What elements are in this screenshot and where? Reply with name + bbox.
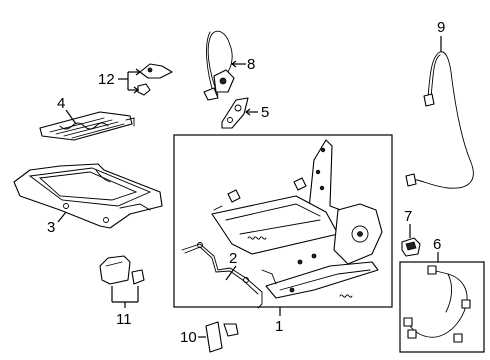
part-3-seat-frame — [13, 163, 163, 229]
part-1-recliner-frame — [211, 139, 383, 299]
callout-4: 4 — [57, 95, 77, 125]
callout-9: 9 — [437, 19, 445, 52]
callout-1: 1 — [275, 307, 283, 335]
part-8-cable — [203, 30, 235, 101]
part-6-harness-box — [399, 261, 485, 353]
svg-text:7: 7 — [404, 208, 412, 225]
callout-7: 7 — [404, 208, 412, 238]
part-4-spring-mat — [39, 111, 135, 141]
callout-8: 8 — [231, 56, 255, 73]
part-1-frame-box — [173, 134, 393, 308]
svg-text:10: 10 — [180, 329, 197, 346]
part-6-harness — [403, 265, 471, 343]
svg-text:5: 5 — [261, 104, 269, 121]
svg-text:2: 2 — [229, 250, 237, 267]
svg-text:6: 6 — [433, 236, 441, 253]
svg-text:1: 1 — [275, 318, 283, 335]
callout-11: 11 — [111, 286, 139, 328]
callout-2: 2 — [225, 250, 237, 281]
part-10-cover — [205, 321, 239, 353]
part-11-cover-right — [131, 269, 145, 285]
svg-text:3: 3 — [47, 219, 55, 236]
callout-3: 3 — [47, 211, 67, 236]
svg-text:8: 8 — [247, 56, 255, 73]
callout-10: 10 — [180, 329, 206, 346]
svg-text:11: 11 — [116, 311, 132, 328]
part-2-torsion-bar — [181, 242, 277, 309]
svg-text:12: 12 — [98, 71, 115, 88]
part-12-clip — [139, 63, 173, 79]
part-11-cover-left — [99, 255, 131, 285]
callout-12: 12 — [98, 68, 141, 94]
svg-text:4: 4 — [57, 95, 65, 112]
part-7-switch — [401, 237, 421, 257]
part-5-bracket — [221, 97, 249, 129]
svg-text:9: 9 — [437, 19, 445, 36]
callout-5: 5 — [245, 104, 269, 121]
part-12-fastener — [137, 83, 151, 96]
part-9-cable — [405, 51, 474, 189]
callout-6: 6 — [433, 236, 441, 262]
